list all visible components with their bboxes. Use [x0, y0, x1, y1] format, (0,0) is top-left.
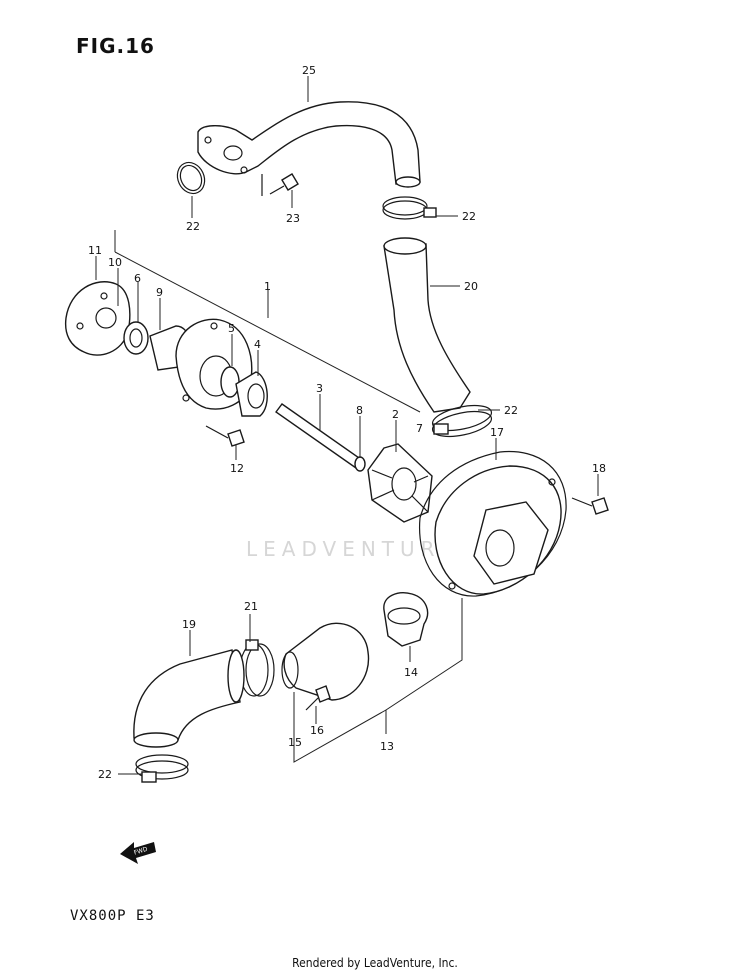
callout-22-top: 22 [462, 210, 476, 223]
part-22-clamp-top [382, 196, 437, 220]
callout-8: 8 [356, 404, 363, 417]
part-3-shaft [275, 403, 363, 469]
callout-21: 21 [244, 600, 258, 613]
callout-6: 6 [134, 272, 141, 285]
callout-13: 13 [380, 740, 394, 753]
watermark: LEADVENTURE [246, 537, 459, 561]
callout-20: 20 [464, 280, 478, 293]
callout-4: 4 [254, 338, 261, 351]
callout-24: 22 [186, 220, 200, 233]
callout-5: 5 [228, 322, 235, 335]
part-6-bearing [123, 321, 149, 355]
callout-22-bottom: 22 [98, 768, 112, 781]
callout-10: 10 [108, 256, 122, 269]
part-8-washer [354, 456, 366, 472]
callout-23: 25 [302, 64, 316, 77]
part-23-upper-pipe [197, 101, 421, 188]
figure-title: FIG.16 [76, 34, 155, 58]
callout-25: 23 [286, 212, 300, 225]
part-4-mechanical-seal [235, 371, 268, 417]
part-5-ring [220, 366, 240, 398]
callout-22-mid: 22 [504, 404, 518, 417]
part-25-bolt [261, 173, 299, 196]
part-19-hose [133, 649, 245, 748]
callout-12: 12 [230, 462, 244, 475]
footer-credit: Rendered by LeadVenture, Inc. [292, 956, 458, 970]
callout-15: 15 [288, 736, 302, 749]
part-16-bolt [305, 685, 331, 711]
callout-3: 3 [316, 382, 323, 395]
part-13-cover [434, 465, 562, 595]
part-14-thermostat [383, 592, 429, 647]
callout-18: 18 [592, 462, 606, 475]
part-22-clamp-mid [431, 404, 493, 438]
part-17-gasket [418, 450, 567, 597]
model-code: VX800P E3 [70, 908, 155, 924]
callout-17: 17 [490, 426, 504, 439]
part-24-o-ring [176, 161, 206, 195]
callout-11: 11 [88, 244, 102, 257]
part-2-impeller [367, 443, 433, 523]
part-12-bolt [205, 425, 245, 447]
callout-19: 19 [182, 618, 196, 631]
part-22-clamp-bottom [135, 754, 189, 783]
part-18-bolt [571, 497, 609, 515]
callout-9: 9 [156, 286, 163, 299]
callout-7: 7 [416, 422, 423, 435]
fwd-label: FWD [133, 846, 149, 857]
part-11-gasket [64, 281, 131, 356]
leader-lines [95, 76, 599, 775]
callout-1: 1 [264, 280, 271, 293]
callout-14: 14 [404, 666, 418, 679]
part-15-thermostat-cap [281, 622, 370, 701]
fwd-arrow-icon: FWD [120, 842, 156, 864]
callout-16: 16 [310, 724, 324, 737]
part-20-hose [383, 237, 471, 413]
callout-2: 2 [392, 408, 399, 421]
part-21-clamp [239, 639, 275, 697]
